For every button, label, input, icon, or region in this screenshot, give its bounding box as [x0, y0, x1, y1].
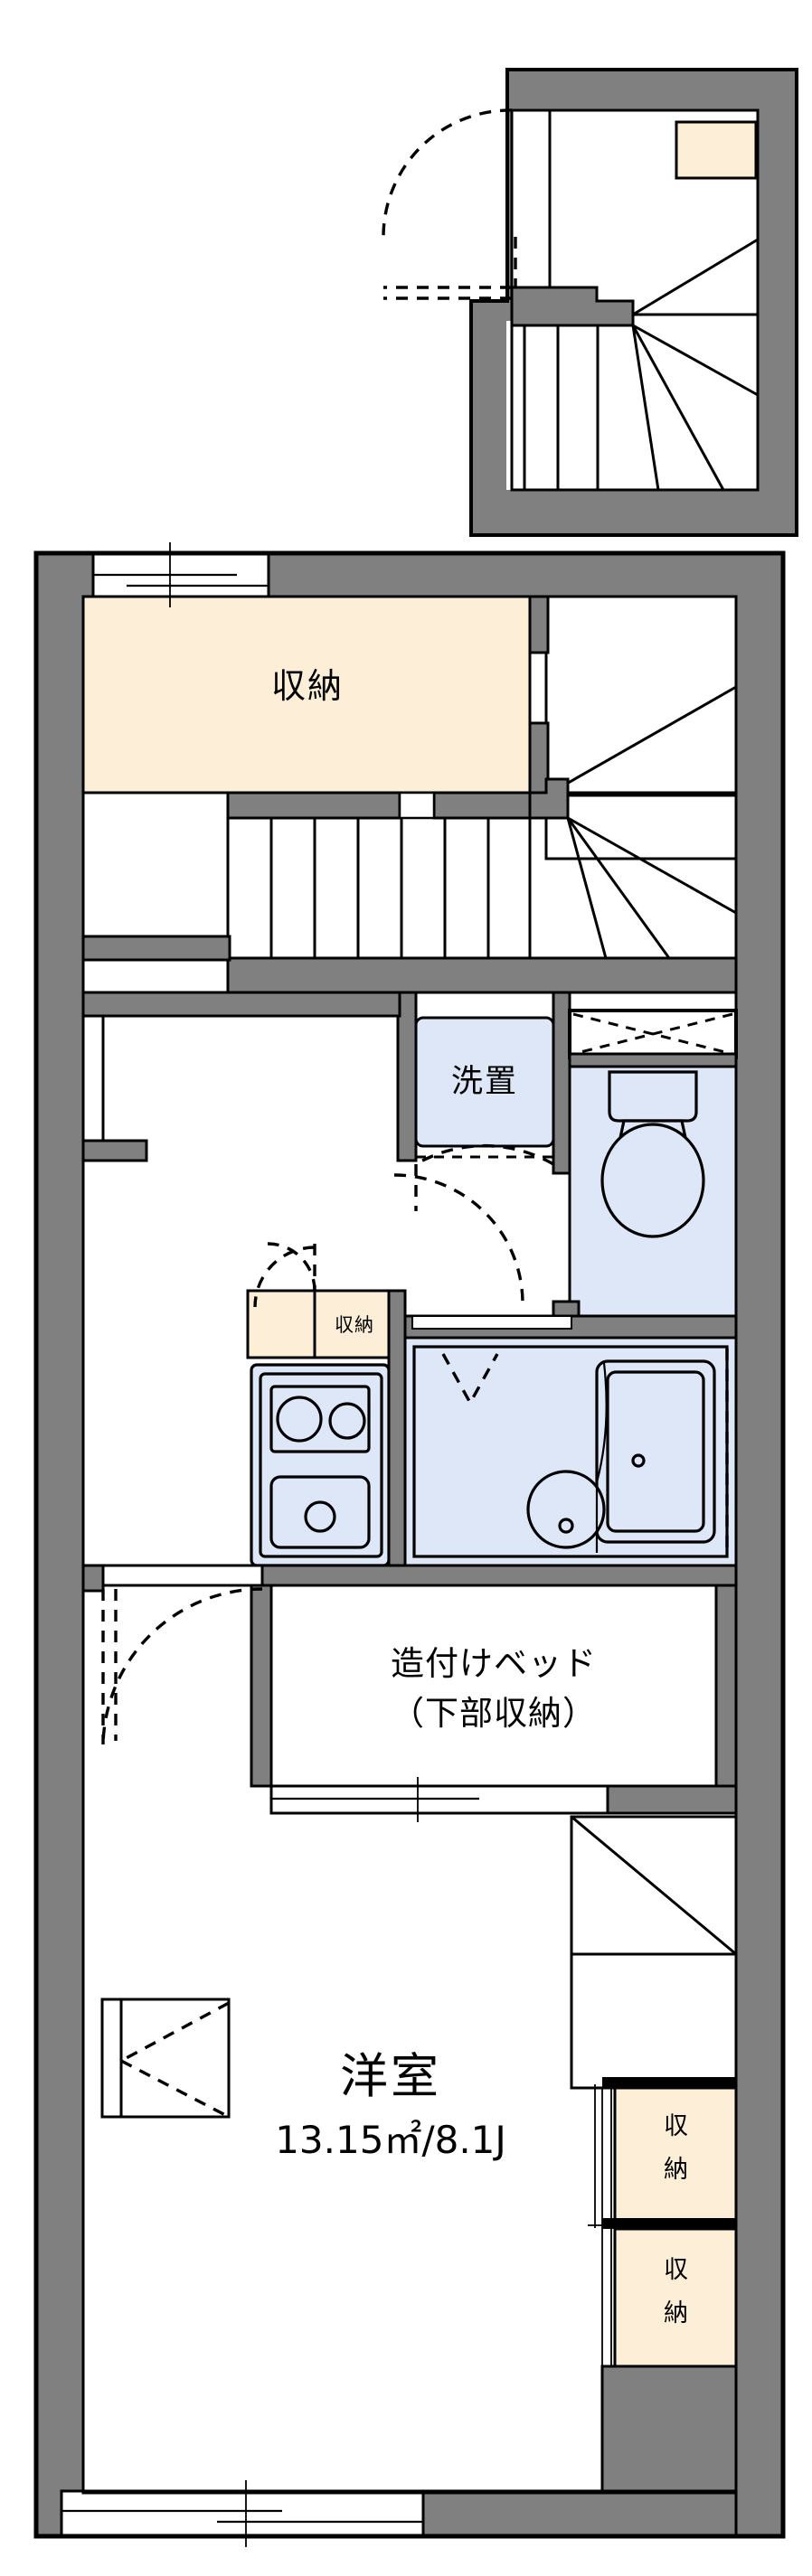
stair-header-gap: [398, 791, 436, 820]
bath-folding-door: [441, 1353, 499, 1406]
bed-right-wall: [714, 1584, 738, 1788]
bed-label-line1: 造付けベッド: [391, 1644, 597, 1683]
upper-stairwell-winders: [545, 685, 737, 797]
stove-burner-large: [276, 1396, 323, 1443]
hall-door-arc: [393, 1173, 524, 1304]
left-closet-box: [100, 1998, 231, 2119]
kitchen-divider-wall: [387, 1289, 407, 1567]
bathtub: [595, 1359, 716, 1544]
stairwell-pier-upper: [528, 595, 550, 654]
staircase-lower-treads: [510, 325, 600, 490]
kitchen-area: 収納: [246, 1242, 407, 1567]
closet-column: 収納 収納: [588, 2077, 738, 2368]
hall-pier-left-foot: [81, 1139, 148, 1162]
main-room-name: 洋室: [340, 2049, 441, 2104]
laundry-door-swing-arc: [415, 1143, 554, 1166]
stair-bottom-beam: [226, 956, 738, 994]
left-closet-face: [100, 1998, 231, 2119]
balcony-window-wall-right: [421, 2489, 738, 2538]
entrance-block: [382, 68, 798, 537]
staircase-upper-winders: [631, 238, 759, 491]
bath-door-opening[interactable]: [411, 1315, 572, 1330]
kitchen-cabinet-arc-a: [267, 1242, 316, 1292]
toilet-room: [552, 1009, 738, 1325]
unit-block: 収納: [33, 542, 786, 2547]
kitchen-storage-left: [246, 1289, 316, 1359]
balcony-window-frame[interactable]: [60, 2489, 425, 2538]
stair-header-left: [226, 791, 401, 820]
bed-top-wall: [250, 1564, 738, 1587]
closet-upper: [613, 2086, 738, 2223]
main-room-area: 13.15㎡/8.1J: [275, 2118, 506, 2162]
room-door-pier: [81, 1564, 105, 1593]
bed-label-line2: （下部収納）: [391, 1694, 597, 1733]
wash-basin: [526, 1470, 606, 1549]
toilet-tank: [608, 1070, 698, 1123]
kitchen-storage-label: 収納: [335, 1314, 374, 1336]
kitchen-door-arc: [253, 1246, 316, 1308]
stove-plate: [269, 1385, 371, 1453]
stove-burner-small: [328, 1402, 366, 1440]
bathroom-area: [403, 1314, 738, 1567]
kitchen-sink-drain: [304, 1500, 336, 1533]
closet-lower-label-line1: 収納: [664, 2256, 689, 2327]
under-stair-lower: [570, 1952, 738, 2090]
lower-stair-floor: [506, 321, 758, 490]
laundry-wall-left: [396, 991, 418, 1162]
room-door-swing-arc: [101, 1587, 263, 1745]
toilet-bowl: [600, 1123, 705, 1238]
bed-interior: [269, 1584, 718, 1788]
laundry-area: 洗置: [396, 991, 571, 1211]
closet-upper-label-line1: 収納: [664, 2112, 689, 2184]
wash-basin-drain: [558, 1518, 574, 1534]
closet-lower-header: [602, 2218, 736, 2229]
closet-lower: [613, 2227, 738, 2368]
closet-bottom-wall: [600, 2364, 738, 2493]
toilet-door-header: [568, 1052, 738, 1068]
built-in-bed-area: 造付けベッド （下部収納）: [250, 1564, 738, 1822]
under-stair-diagonal: [571, 1815, 737, 1956]
main-room: 洋室 13.15㎡/8.1J: [275, 2049, 506, 2162]
room-door-opening[interactable]: [101, 1564, 264, 1587]
shoe-box: [675, 120, 758, 180]
stair-header-right: [432, 791, 532, 820]
upper-storage-label: 収納: [271, 666, 344, 706]
kitchen-counter-inner: [259, 1372, 383, 1558]
bed-left-wall: [250, 1584, 273, 1788]
room-entry-door[interactable]: [101, 1564, 264, 1745]
hall-wall-left: [81, 935, 231, 962]
under-stair-column: [570, 1815, 738, 2090]
vanity-ledge: [595, 1362, 608, 1553]
closet-upper-header: [602, 2077, 736, 2088]
unit-exterior-outline: [33, 550, 786, 2539]
kitchen-sink-basin: [269, 1475, 371, 1549]
balcony-window[interactable]: [60, 2480, 738, 2547]
hall-top-beam: [81, 991, 401, 1018]
laundry-wall-right: [552, 991, 571, 1175]
unit-interior-outline: [81, 595, 738, 2495]
entrance-outer-frame: [469, 68, 798, 537]
main-staircase: [226, 777, 738, 994]
laundry-label: 洗置: [451, 1064, 518, 1100]
bed-bottom-wall-right: [606, 1784, 738, 1815]
upper-stairwell-floor: [544, 595, 738, 860]
entrance-door-swing-arc: [382, 108, 513, 238]
bathtub-inner: [606, 1370, 705, 1533]
bathtub-drain: [631, 1453, 646, 1468]
bath-floor-inner: [412, 1345, 729, 1558]
